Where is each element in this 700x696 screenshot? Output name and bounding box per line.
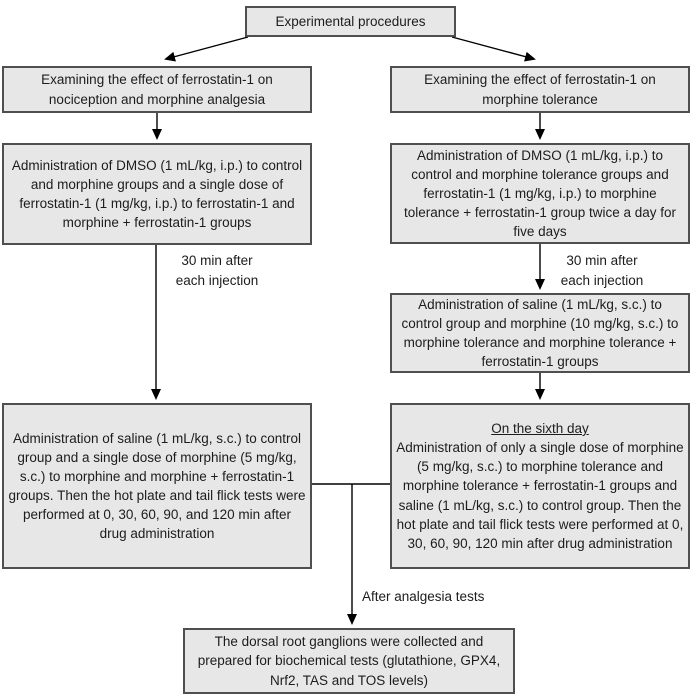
left-30min-arrow-label: 30 min after each injection: [175, 253, 259, 288]
biochemical-tests-text: The dorsal root ganglions were collected…: [197, 634, 501, 688]
right-saline-text: Administration of saline (1 mL/kg, s.c.)…: [401, 296, 679, 370]
arrow-root-to-left-aim: [164, 36, 249, 62]
right-30min-arrow-label: 30 min after each injection: [560, 253, 644, 288]
left-test-text: Administration of saline (1 mL/kg, s.c.)…: [8, 430, 306, 542]
right-aim-box: Examining the effect of ferrostatin-1 on…: [390, 66, 690, 113]
right-saline-morphine-box: Administration of saline (1 mL/kg, s.c.)…: [390, 293, 690, 373]
biochemical-tests-box: The dorsal root ganglions were collected…: [183, 628, 515, 694]
right-dmso-text: Administration of DMSO (1 mL/kg, i.p.) t…: [403, 147, 677, 240]
left-dmso-text: Administration of DMSO (1 mL/kg, i.p.) t…: [11, 157, 303, 231]
arrow-root-to-right-aim: [451, 36, 536, 62]
right-dmso-administration-box: Administration of DMSO (1 mL/kg, i.p.) t…: [390, 143, 690, 244]
left-analgesia-test-box: Administration of saline (1 mL/kg, s.c.)…: [2, 403, 312, 569]
right-day6-text: Administration of only a single dose of …: [396, 440, 684, 551]
right-day6-test-box: On the sixth day Administration of only …: [390, 403, 690, 569]
left-dmso-administration-box: Administration of DMSO (1 mL/kg, i.p.) t…: [2, 143, 312, 245]
left-aim-box: Examining the effect of ferrostatin-1 on…: [2, 66, 312, 113]
right-aim-text: Examining the effect of ferrostatin-1 on…: [424, 72, 656, 107]
experimental-procedures-label: Experimental procedures: [275, 13, 426, 29]
right-day6-heading: On the sixth day: [491, 420, 589, 436]
left-aim-text: Examining the effect of ferrostatin-1 on…: [41, 72, 273, 107]
after-analgesia-tests-label: After analgesia tests: [362, 589, 485, 604]
experimental-procedures-box: Experimental procedures: [245, 6, 456, 37]
